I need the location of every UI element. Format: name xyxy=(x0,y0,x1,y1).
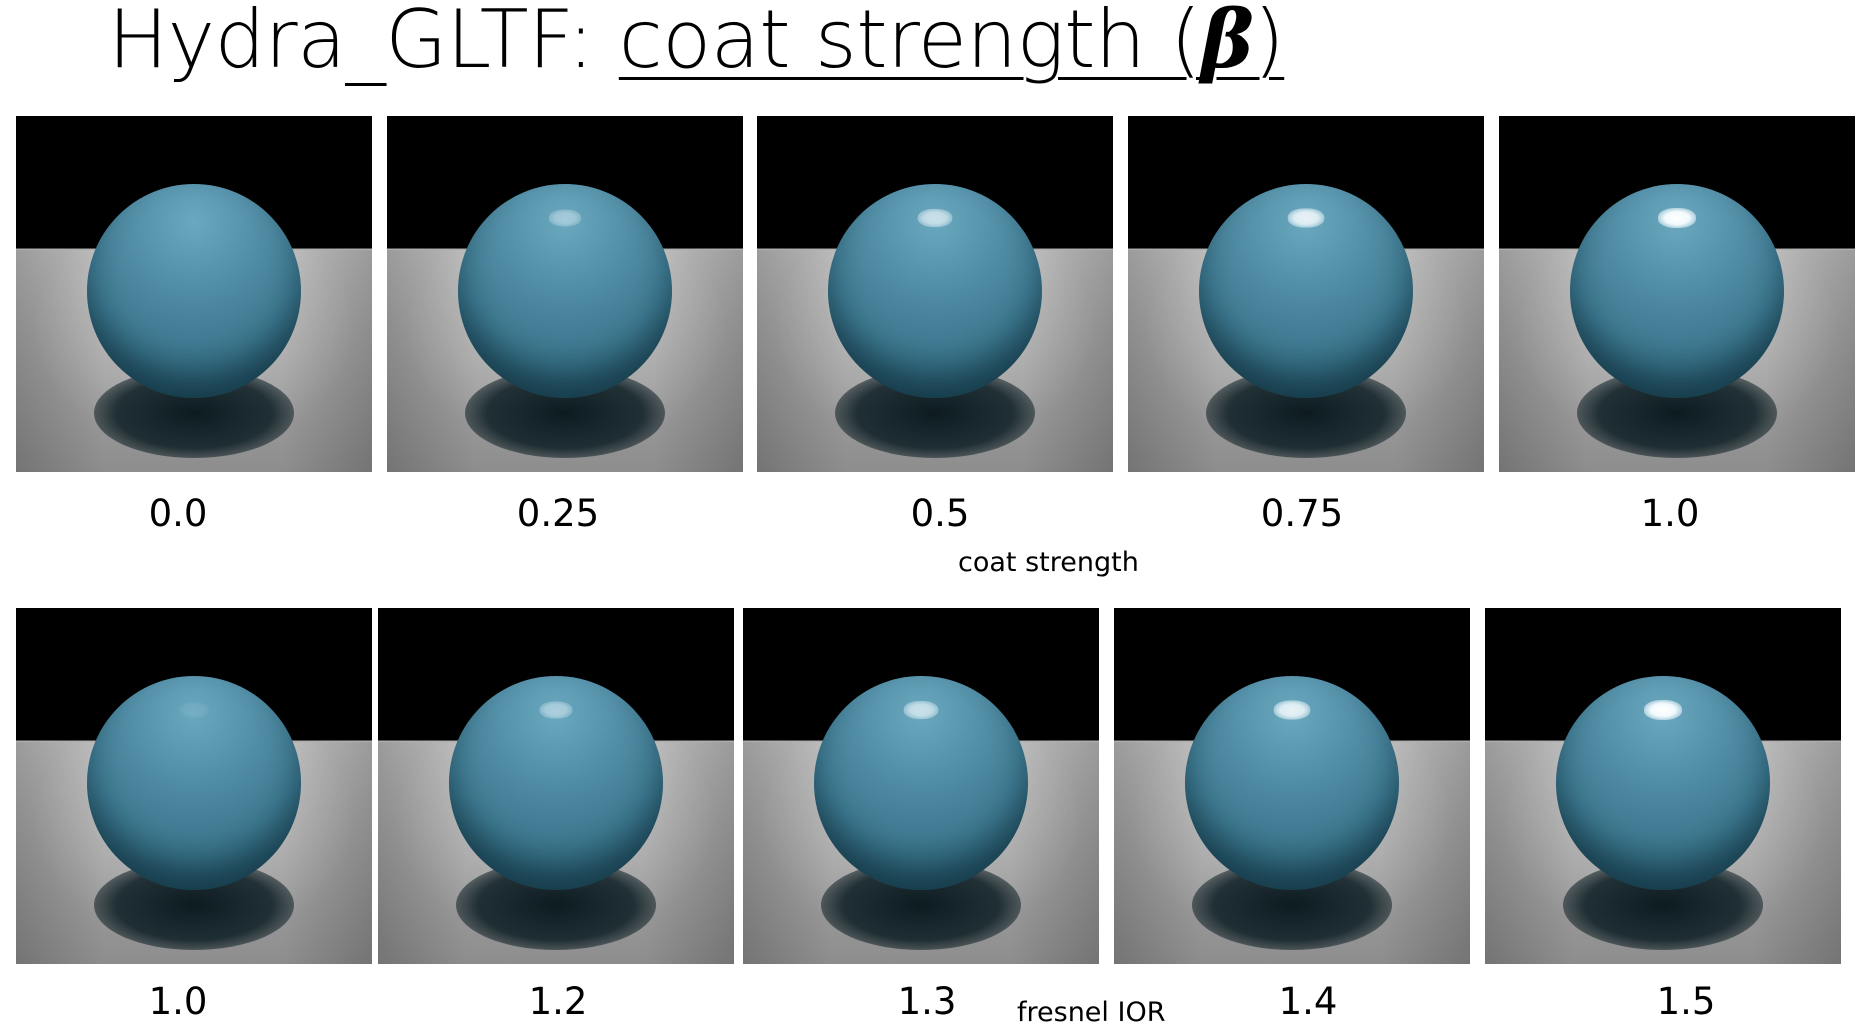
render-panel xyxy=(743,608,1099,964)
parameter-value-label: 0.0 xyxy=(148,492,208,535)
parameter-value-label: 0.25 xyxy=(516,492,600,535)
render-panel xyxy=(387,116,743,472)
sphere xyxy=(458,184,672,398)
slide-title: Hydra_GLTF: coat strength (β) xyxy=(108,0,1285,86)
render-panel xyxy=(16,608,372,964)
render-panel xyxy=(1128,116,1484,472)
specular-highlight xyxy=(548,209,582,227)
sphere xyxy=(87,184,301,398)
parameter-value-label: 0.75 xyxy=(1260,492,1344,535)
render-panel xyxy=(378,608,734,964)
parameter-value-label: 0.5 xyxy=(910,492,970,535)
title-underlined-text: coat strength ( xyxy=(618,0,1202,86)
specular-highlight xyxy=(1644,700,1682,720)
specular-highlight xyxy=(917,208,953,228)
specular-highlight xyxy=(179,702,209,718)
title-underlined: coat strength (β) xyxy=(618,0,1285,86)
render-panel xyxy=(1485,608,1841,964)
render-panel xyxy=(16,116,372,472)
sphere xyxy=(87,676,301,890)
specular-highlight xyxy=(1287,208,1325,228)
title-prefix: Hydra_GLTF: xyxy=(108,0,619,86)
render-panel xyxy=(757,116,1113,472)
axis-label: fresnel IOR xyxy=(1017,997,1166,1028)
title-close-paren: ) xyxy=(1253,0,1285,86)
axis-label: coat strength xyxy=(958,547,1139,578)
parameter-value-label: 1.4 xyxy=(1278,980,1338,1023)
parameter-value-label: 1.2 xyxy=(528,980,588,1023)
parameter-value-label: 1.3 xyxy=(897,980,957,1023)
parameter-value-label: 1.0 xyxy=(1640,492,1700,535)
title-beta-symbol: β xyxy=(1200,0,1254,86)
parameter-value-label: 1.0 xyxy=(148,980,208,1023)
specular-highlight xyxy=(539,701,573,719)
specular-highlight xyxy=(903,700,939,720)
parameter-value-label: 1.5 xyxy=(1656,980,1716,1023)
specular-highlight xyxy=(1273,700,1311,720)
specular-highlight xyxy=(1658,208,1696,228)
render-panel xyxy=(1499,116,1855,472)
render-panel xyxy=(1114,608,1470,964)
sphere xyxy=(449,676,663,890)
